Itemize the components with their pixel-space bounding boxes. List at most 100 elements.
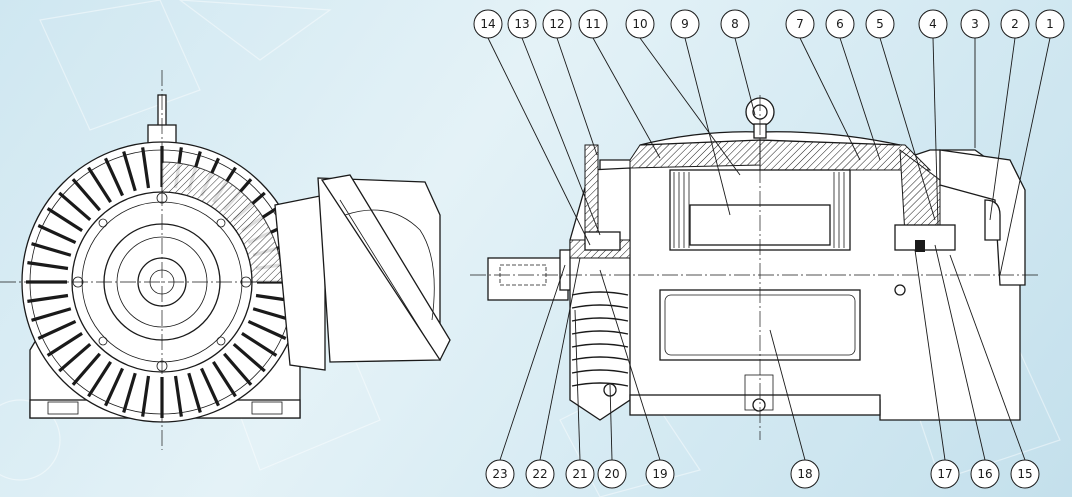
bottom-callout-23: 23 [485, 459, 515, 489]
top-callout-5: 5 [865, 9, 895, 39]
fin [27, 293, 69, 303]
callout-number: 8 [731, 17, 739, 31]
fin [31, 307, 72, 322]
fin [46, 332, 83, 357]
fin [37, 224, 77, 244]
callout-number: 15 [1017, 467, 1032, 481]
callouts-top: 14 13 12 11 10 9 8 7 6 5 4 3 2 1 [473, 9, 1065, 39]
callout-circle [507, 9, 537, 39]
callout-circle [578, 9, 608, 39]
callout-number: 4 [929, 17, 937, 31]
stator-laminations [673, 172, 845, 248]
callout-circle [970, 459, 1000, 489]
top-callout-7: 7 [785, 9, 815, 39]
top-callout-13: 13 [507, 9, 537, 39]
callout-number: 19 [652, 467, 667, 481]
bottom-callout-22: 22 [525, 459, 555, 489]
fin [46, 207, 83, 232]
bottom-callout-15: 15 [1010, 459, 1040, 489]
callouts-bottom: 23 22 21 20 19 18 17 16 15 [485, 459, 1040, 489]
callout-circle [625, 9, 655, 39]
top-callout-6: 6 [825, 9, 855, 39]
callout-circle [670, 9, 700, 39]
top-callout-2: 2 [1000, 9, 1030, 39]
callout-number: 7 [796, 17, 804, 31]
callout-number: 23 [492, 467, 507, 481]
leader-lines [487, 37, 1051, 461]
bottom-callout-16: 16 [970, 459, 1000, 489]
fin [232, 343, 266, 373]
fin [187, 372, 202, 413]
callout-number: 5 [876, 17, 884, 31]
fin [122, 151, 137, 192]
motor-end-view [0, 70, 451, 450]
bottom-callout-19: 19 [645, 459, 675, 489]
callout-circle [1035, 9, 1065, 39]
fin [141, 375, 151, 417]
fin [223, 352, 253, 386]
callout-number: 10 [632, 17, 647, 31]
motor-section-view [470, 95, 1040, 440]
callout-number: 21 [572, 467, 587, 481]
callout-number: 14 [480, 17, 495, 31]
callout-circle [1000, 9, 1030, 39]
fin [247, 320, 287, 340]
fin [212, 361, 237, 398]
top-callout-10: 10 [625, 9, 655, 39]
fin [71, 352, 101, 386]
callout-number: 6 [836, 17, 844, 31]
bottom-callout-17: 17 [930, 459, 960, 489]
fin [87, 166, 112, 203]
end-bell-fin [571, 330, 629, 335]
top-callout-11: 11 [578, 9, 608, 39]
fin [104, 157, 124, 197]
fin [27, 261, 69, 271]
top-callout-4: 4 [918, 9, 948, 39]
top-callout-3: 3 [960, 9, 990, 39]
callout-circle [542, 9, 572, 39]
top-callout-14: 14 [473, 9, 503, 39]
fin [241, 332, 278, 357]
callout-circle [565, 459, 595, 489]
fin [104, 367, 124, 407]
fin [141, 147, 151, 189]
callout-circle [525, 459, 555, 489]
callout-number: 2 [1011, 17, 1019, 31]
end-bell-fin [571, 291, 629, 296]
callout-number: 22 [532, 467, 547, 481]
end-bell-fin [571, 343, 629, 348]
end-bell-fin [571, 304, 629, 309]
fin [31, 242, 72, 257]
callout-circle [930, 459, 960, 489]
callout-circle [825, 9, 855, 39]
callout-number: 3 [971, 17, 979, 31]
callout-circle [918, 9, 948, 39]
callout-circle [473, 9, 503, 39]
fin [58, 343, 92, 373]
top-callout-9: 9 [670, 9, 700, 39]
callout-number: 20 [604, 467, 619, 481]
callout-circle [485, 459, 515, 489]
callout-circle [785, 9, 815, 39]
callout-number: 11 [585, 17, 600, 31]
callout-circle [597, 459, 627, 489]
callout-circle [1010, 459, 1040, 489]
bottom-callout-18: 18 [790, 459, 820, 489]
top-callout-8: 8 [720, 9, 750, 39]
callout-number: 1 [1046, 17, 1054, 31]
callout-circle [865, 9, 895, 39]
fin [37, 320, 77, 340]
fin [58, 191, 92, 221]
bottom-callout-21: 21 [565, 459, 595, 489]
fin [71, 178, 101, 212]
callout-number: 13 [514, 17, 529, 31]
bottom-callout-20: 20 [597, 459, 627, 489]
callout-circle [720, 9, 750, 39]
fin [173, 375, 183, 417]
callout-circle [645, 459, 675, 489]
top-callout-12: 12 [542, 9, 572, 39]
callout-number: 12 [549, 17, 564, 31]
callout-number: 16 [977, 467, 992, 481]
callout-circle [790, 459, 820, 489]
end-bell-fin [571, 382, 629, 387]
